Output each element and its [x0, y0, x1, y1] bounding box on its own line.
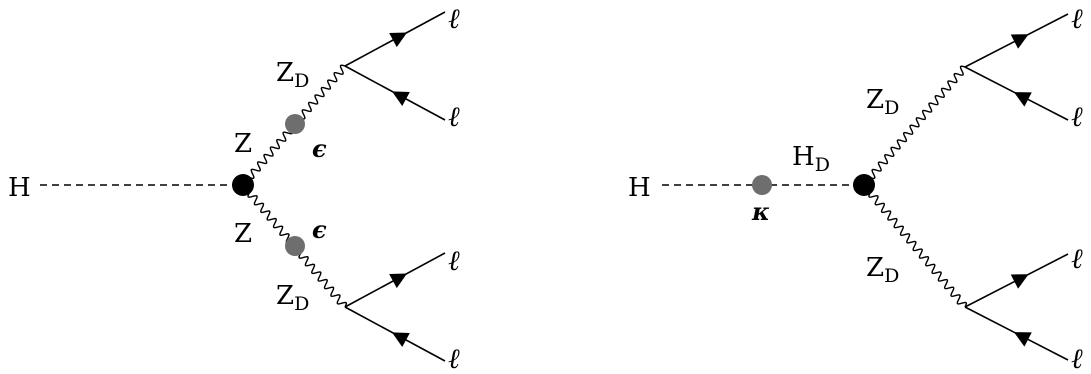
lepton-arrow-3: [389, 273, 408, 289]
label-zd-lower: ZD: [276, 281, 309, 315]
label-lepton-r1: ℓ: [1071, 2, 1083, 35]
label-kappa: κ: [751, 197, 770, 226]
label-z-lower: Z: [234, 219, 252, 249]
mixing-blob-lower: [285, 236, 305, 256]
label-lepton-r4: ℓ: [1071, 342, 1083, 374]
hd-vertex-right: [853, 174, 875, 196]
lepton-line-4: [344, 306, 446, 362]
label-lepton-3: ℓ: [448, 244, 460, 277]
label-higgs-left: H: [8, 173, 31, 203]
lepton-arrow-r4: [1013, 332, 1032, 347]
lepton-line-r2: [964, 66, 1069, 121]
label-lepton-r2: ℓ: [1071, 100, 1083, 133]
label-z-upper: Z: [234, 129, 252, 159]
diagram-left: H Z Z ZD ZD ϵ ϵ ℓ ℓ ℓ ℓ: [8, 2, 460, 374]
higgs-vertex-left: [232, 174, 254, 196]
lepton-arrow-1: [389, 32, 408, 48]
zd-boson-line-upper: [863, 65, 966, 187]
label-epsilon-upper: ϵ: [312, 134, 327, 163]
diagram-right: H κ HD ZD ZD ℓ ℓ ℓ ℓ: [628, 2, 1083, 374]
lepton-arrow-2: [391, 91, 410, 107]
label-epsilon-lower: ϵ: [312, 215, 327, 244]
label-lepton-1: ℓ: [448, 2, 460, 35]
label-zd-lower-right: ZD: [866, 253, 899, 287]
label-hd: HD: [792, 142, 830, 176]
label-lepton-4: ℓ: [448, 342, 460, 374]
lepton-arrow-4: [391, 332, 410, 348]
lepton-arrow-r1: [1010, 34, 1029, 49]
lepton-arrow-r3: [1010, 274, 1029, 289]
lepton-line-r4: [964, 306, 1069, 361]
label-zd-upper: ZD: [276, 58, 309, 92]
zd-boson-line-lower: [861, 184, 968, 308]
label-lepton-r3: ℓ: [1071, 242, 1083, 275]
mixing-blob-kappa: [752, 175, 772, 195]
label-zd-upper-right: ZD: [866, 85, 899, 119]
label-higgs-right: H: [628, 173, 651, 203]
label-lepton-2: ℓ: [448, 100, 460, 133]
mixing-blob-upper: [285, 114, 305, 134]
lepton-line-2: [344, 65, 446, 121]
lepton-arrow-r2: [1013, 92, 1032, 107]
